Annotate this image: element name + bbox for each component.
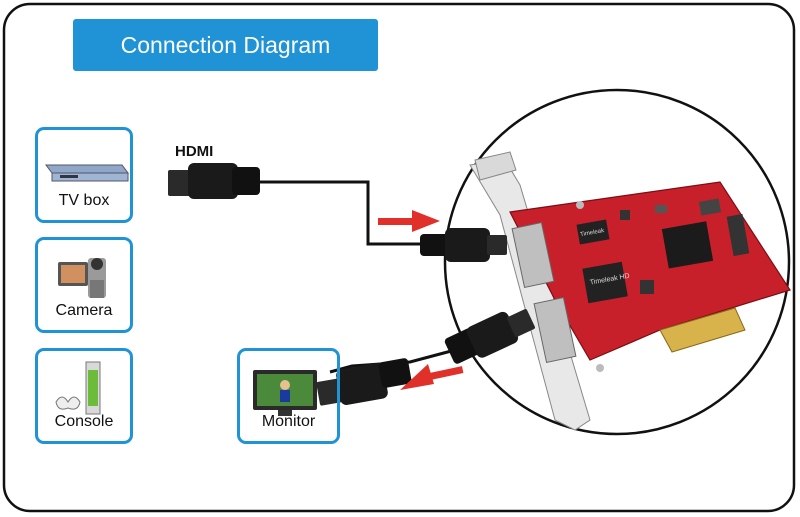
arrow-in xyxy=(378,210,440,232)
device-console: Console xyxy=(35,348,133,444)
tv-box-icon xyxy=(45,164,129,182)
card-chip-hd xyxy=(582,261,628,304)
device-tv-box: TV box xyxy=(35,127,133,223)
hdmi-output-cable xyxy=(316,309,535,406)
device-label: Camera xyxy=(55,302,113,319)
arrow-out xyxy=(400,364,464,390)
device-label: Monitor xyxy=(261,413,316,430)
card-chip-small-text: Timeleak xyxy=(580,228,606,238)
hdmi-port-out xyxy=(533,296,577,364)
device-camera: Camera xyxy=(35,237,133,333)
console-icon xyxy=(55,361,101,415)
device-label: Console xyxy=(54,413,114,430)
camera-icon xyxy=(58,258,106,298)
device-monitor: Monitor xyxy=(237,348,340,444)
card-chip-small xyxy=(576,219,610,245)
card-main-chip xyxy=(661,221,714,269)
device-label: TV box xyxy=(58,192,110,209)
hdmi-input-cable xyxy=(168,163,507,262)
capture-card: Timeleak HD Timeleak xyxy=(469,151,791,431)
page-title: Connection Diagram xyxy=(73,19,378,71)
card-gold-fingers xyxy=(659,307,746,353)
hdmi-port-in xyxy=(511,221,555,289)
hdmi-label: HDMI xyxy=(175,143,214,160)
monitor-icon xyxy=(253,370,317,416)
